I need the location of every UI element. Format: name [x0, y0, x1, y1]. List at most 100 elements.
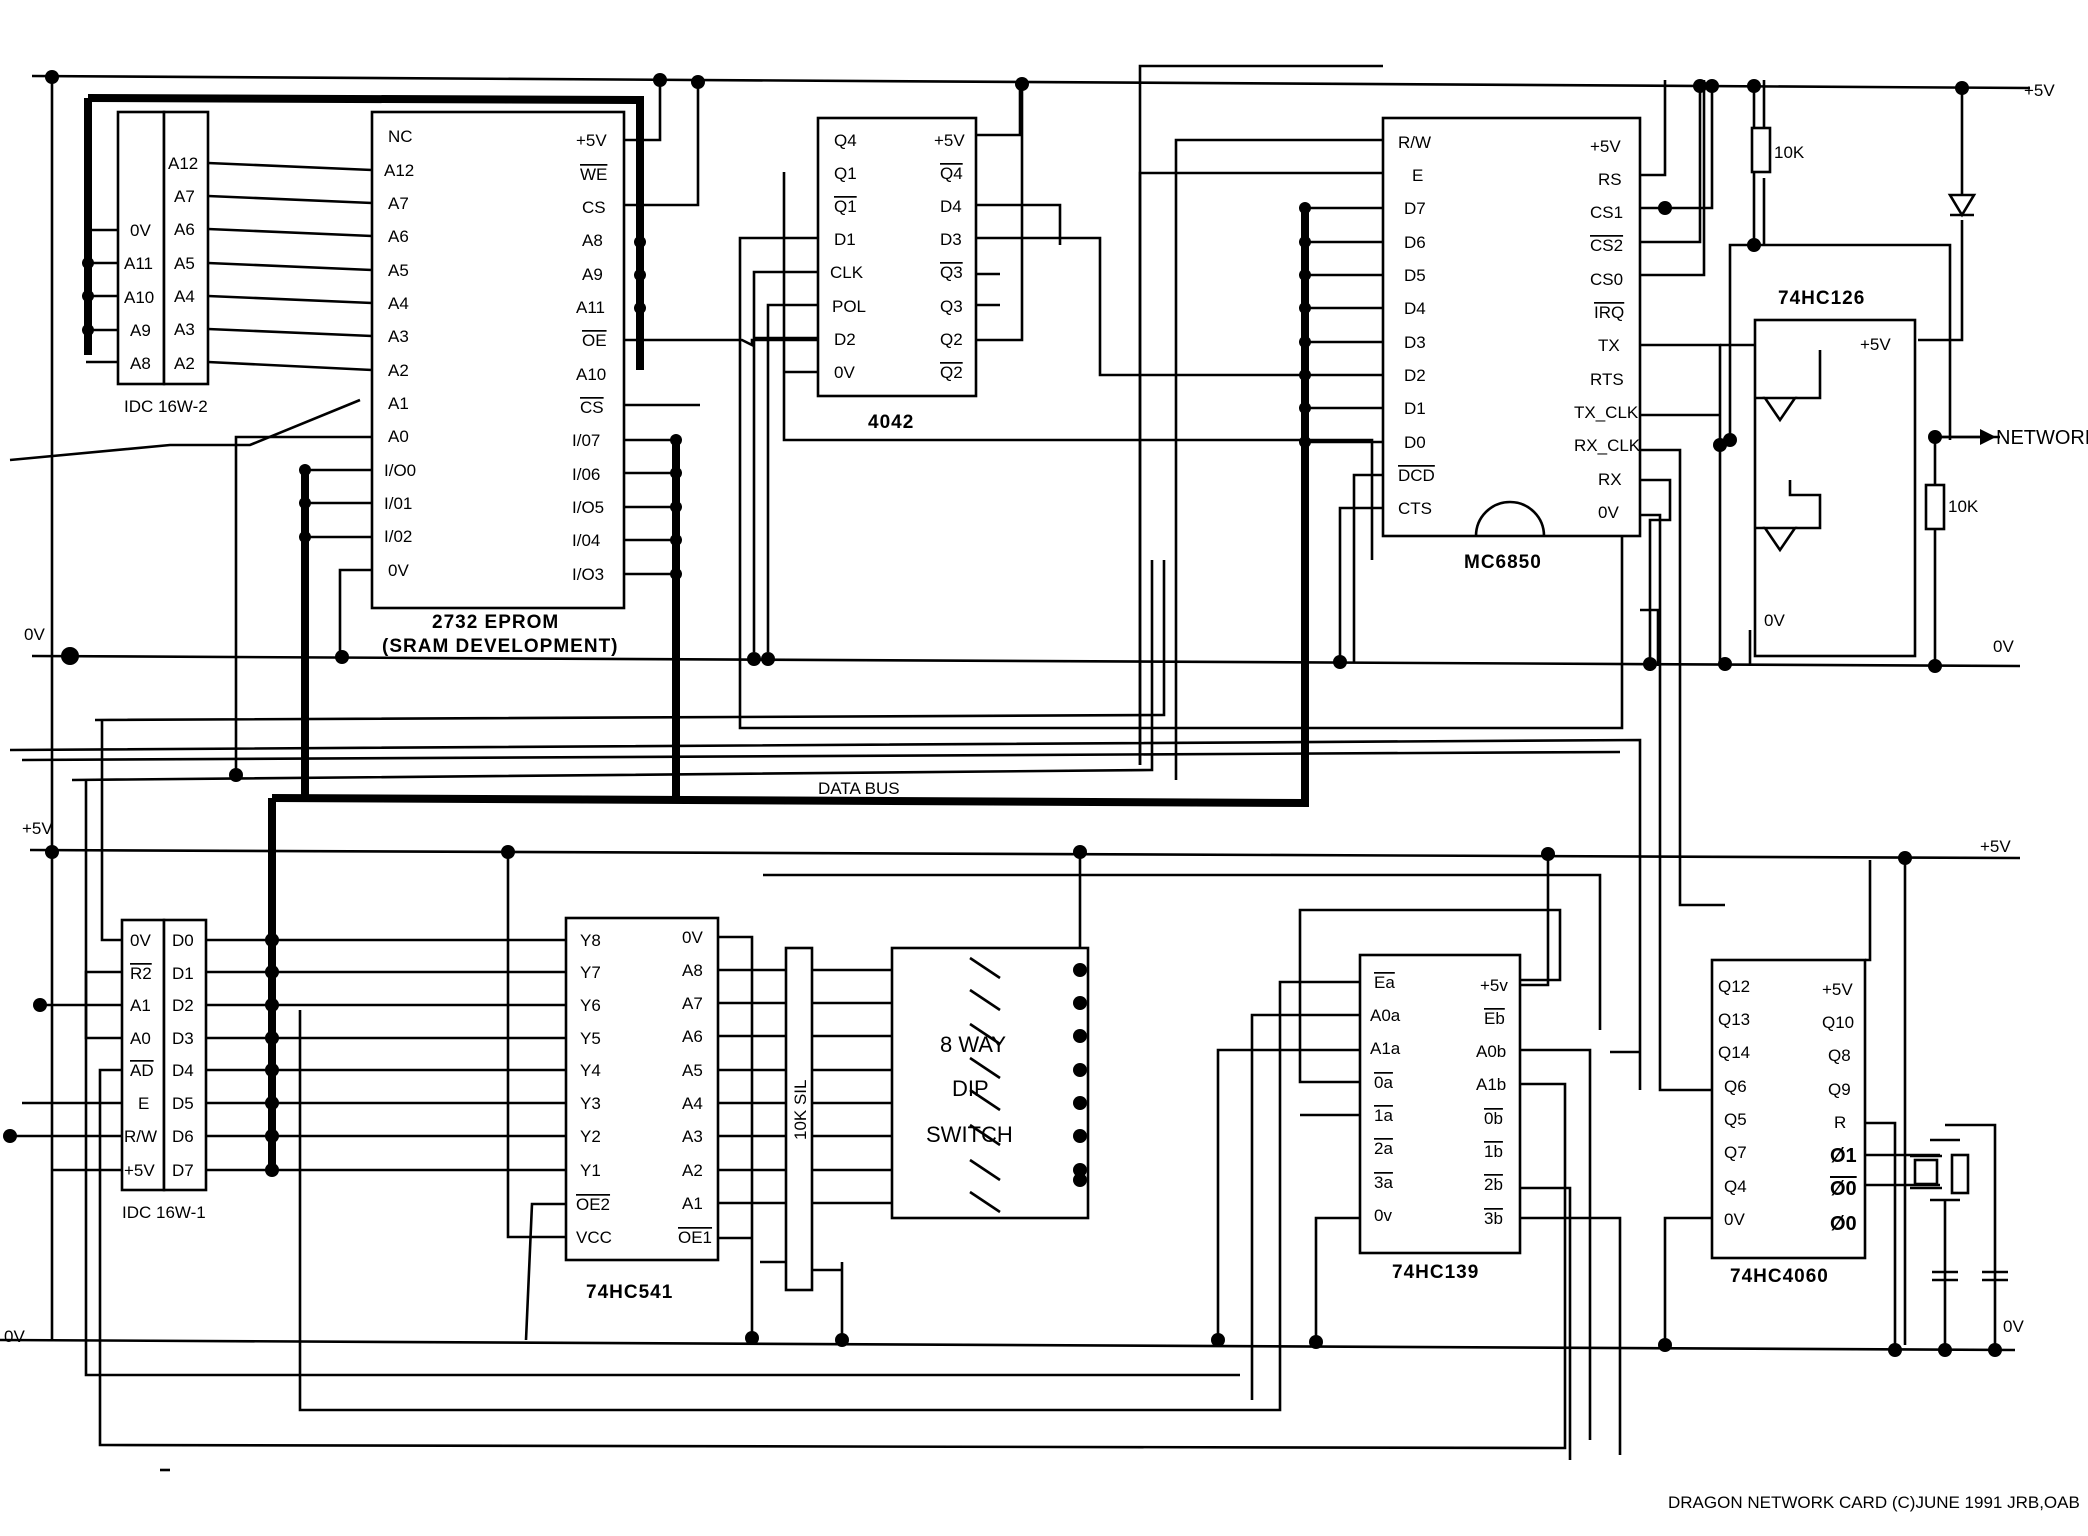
mc6850-left-pin: D7 [1404, 199, 1426, 218]
eprom-left-pin: 0V [388, 561, 409, 580]
c74hc541-right-pin: A6 [682, 1027, 703, 1046]
mc6850-right-pin: 0V [1598, 503, 1619, 522]
c74hc139-left-pin: 3a [1374, 1173, 1393, 1192]
c74hc139-left-pin: 1a [1374, 1106, 1393, 1125]
eprom-right-pin: A10 [576, 365, 606, 384]
mc6850-left-pin: R/W [1398, 133, 1431, 152]
eprom-label: 2732 EPROM [432, 612, 559, 633]
mc6850-right-pin: +5V [1590, 137, 1621, 156]
c74hc541-right-pin: A2 [682, 1161, 703, 1180]
idc2-left-pin: A10 [124, 288, 154, 307]
idc1-left-pin: R2 [130, 964, 152, 983]
chip-4042: Q4 Q1 Q1 D1 CLK POL D2 0V +5V Q4 D4 D3 Q… [816, 116, 978, 433]
diode-icon [1947, 193, 1977, 218]
c74hc139-left-pin: A1a [1370, 1039, 1401, 1058]
c74hc4060-left-pin: Q5 [1724, 1110, 1747, 1129]
mc6850-right-pin: RX [1598, 470, 1622, 489]
c4042-left-pin: Q1 [834, 197, 857, 216]
eprom-left-pin: A1 [388, 394, 409, 413]
c4042-left-pin: D2 [834, 330, 856, 349]
eprom-right-pin: A8 [582, 231, 603, 250]
idc1-right-pin: D2 [172, 996, 194, 1015]
c74hc541-label: 74HC541 [586, 1282, 673, 1303]
c74hc4060-right-pin: R [1834, 1113, 1846, 1132]
eprom-right-pin: A9 [582, 265, 603, 284]
c74hc4060-right-pin: Q8 [1828, 1046, 1851, 1065]
chip-mc6850: R/W E D7 D6 D5 D4 D3 D2 D1 D0 DCD CTS +5… [1381, 116, 1642, 573]
resistor-10k-right: 10K [1948, 497, 1979, 516]
c74hc4060-left-pin: Q4 [1724, 1177, 1747, 1196]
c74hc4060-left-pin: 0V [1724, 1210, 1745, 1229]
eprom-right-pins: +5V WE CS A8 A9 A11 OE A10 CS I/07 I/06 … [572, 131, 607, 584]
mc6850-right-pin: TX_CLK [1574, 403, 1639, 422]
idc1-left-pin: A0 [130, 1029, 151, 1048]
eprom-left-pin: A12 [384, 161, 414, 180]
idc1-right-pin: D7 [172, 1161, 194, 1180]
rail-label-left-0v: 0V [24, 625, 45, 644]
c74hc541-right-pin: A8 [682, 961, 703, 980]
rail-label-mid-5v: +5V [1980, 837, 2011, 856]
mc6850-left-pin: DCD [1398, 466, 1435, 485]
eprom-left-pin: I/02 [384, 527, 412, 546]
network-arrow-icon [1980, 429, 1996, 445]
c74hc541-left-pin: Y3 [580, 1094, 601, 1113]
c74hc139-left-pin: 0v [1374, 1206, 1392, 1225]
idc2-label: IDC 16W-2 [124, 397, 208, 416]
chip-74hc126: 74HC126 +5V 0V [1753, 288, 1917, 658]
c4042-left-pin: POL [832, 297, 866, 316]
eprom-right-pin: OE [582, 331, 607, 350]
chip-74hc139: Ea A0a A1a 0a 1a 2a 3a 0v +5v Eb A0b A1b… [1358, 953, 1522, 1283]
eprom-right-pin: A11 [576, 298, 605, 317]
mc6850-left-pin: CTS [1398, 499, 1432, 518]
idc1-left-pin: 0V [130, 931, 151, 950]
eprom-left-pin: I/01 [384, 494, 412, 513]
mc6850-label: MC6850 [1464, 552, 1542, 573]
eprom-right-pin: CS [582, 198, 606, 217]
c74hc4060-left-pin: Q14 [1718, 1043, 1750, 1062]
network-label: NETWORK [1996, 427, 2088, 449]
c74hc541-left-pin: Y7 [580, 963, 601, 982]
c74hc126-5v-pin: +5V [1860, 335, 1891, 354]
c74hc139-right-pin: A0b [1476, 1042, 1506, 1061]
eprom-left-pin: A0 [388, 427, 409, 446]
eprom-2732: NC A12 A7 A6 A5 A4 A3 A2 A1 A0 I/O0 I/01… [370, 110, 626, 657]
c4042-left-pin: Q1 [834, 164, 857, 183]
idc2-right-pin: A6 [174, 220, 195, 239]
data-bus-label: DATA BUS [818, 779, 900, 798]
c74hc126-label: 74HC126 [1778, 288, 1865, 309]
mc6850-left-pin: D3 [1404, 333, 1426, 352]
mc6850-right-pin: CS2 [1590, 236, 1623, 255]
dip-label-line1: 8 WAY [940, 1032, 1006, 1057]
c74hc541-right-pin: A3 [682, 1127, 703, 1146]
eprom-right-pin: I/O3 [572, 565, 604, 584]
c74hc139-left-pin: A0a [1370, 1006, 1401, 1025]
chip-74hc4060: Q12 Q13 Q14 Q6 Q5 Q7 Q4 0V +5V Q10 Q8 Q9… [1710, 958, 1867, 1287]
eprom-left-pin: A3 [388, 327, 409, 346]
c74hc139-right-pin: 0b [1484, 1109, 1503, 1128]
c4042-left-pin: CLK [830, 263, 864, 282]
c74hc4060-label: 74HC4060 [1730, 1266, 1829, 1287]
c74hc126-0v-pin: 0V [1764, 611, 1785, 630]
mc6850-right-pin: TX [1598, 336, 1620, 355]
idc1-left-pin: AD [130, 1061, 154, 1080]
c4042-right-pin: D4 [940, 197, 962, 216]
eprom-right-pin: WE [580, 165, 607, 184]
c74hc541-left-pin: Y8 [580, 931, 601, 950]
wires [9, 64, 2000, 1472]
c74hc139-right-pin: 2b [1484, 1175, 1503, 1194]
c74hc4060-right-pin: Ø0 [1830, 1178, 1857, 1200]
mc6850-left-pin: D2 [1404, 366, 1426, 385]
idc2-right-pin: A7 [174, 187, 195, 206]
c74hc4060-left-pin: Q13 [1718, 1010, 1750, 1029]
c74hc541-left-pin: Y2 [580, 1127, 601, 1146]
eprom-left-pin: NC [388, 127, 413, 146]
c4042-right-pin: Q2 [940, 363, 963, 382]
c74hc4060-right-pin: Q9 [1828, 1080, 1851, 1099]
c74hc139-right-pin: A1b [1476, 1075, 1506, 1094]
mc6850-left-pin: D4 [1404, 299, 1426, 318]
mc6850-right-pin: CS1 [1590, 203, 1623, 222]
dip-switch: 8 WAY DIP SWITCH [890, 946, 1090, 1220]
c74hc139-right-pin: Eb [1484, 1009, 1505, 1028]
idc2-left-pin: A11 [124, 254, 153, 273]
idc2-right-pin: A3 [174, 320, 195, 339]
